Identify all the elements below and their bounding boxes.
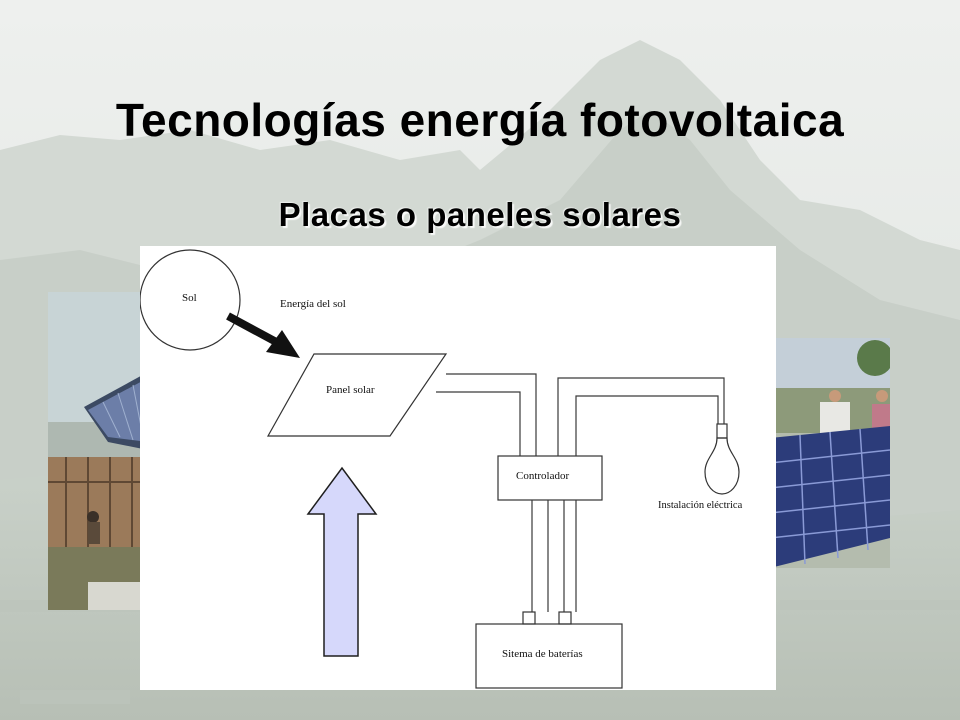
panel-array-photo	[770, 338, 890, 568]
sun-energy-label: Energía del sol	[280, 298, 346, 310]
sun-energy-arrowhead	[266, 330, 300, 358]
sun-energy-arrow	[226, 312, 282, 348]
slide-subtitle: Placas o paneles solares	[278, 196, 682, 233]
battery-terminal-left	[522, 611, 536, 625]
sun-label: Sol	[182, 292, 197, 304]
panel-controller-wires	[436, 373, 537, 456]
controller-label: Controlador	[516, 470, 570, 482]
solar-panel-shape	[266, 353, 448, 437]
big-up-arrow	[306, 466, 378, 657]
battery-system-box	[475, 623, 623, 689]
diagram-drawing	[140, 249, 740, 689]
battery-terminal-right	[558, 611, 572, 625]
installation-label: Instalación eléctrica	[658, 500, 743, 511]
controller-battery-wires	[531, 500, 577, 612]
lamp-socket	[716, 423, 728, 439]
batteries-label: Sitema de baterías	[502, 648, 583, 660]
rooftop-panel-photo	[48, 292, 148, 610]
panel-label: Panel solar	[326, 384, 375, 396]
slide-title: Tecnologías energía fotovoltaica	[115, 93, 845, 146]
pv-system-diagram: Sol Energía del sol Panel solar Controla…	[140, 246, 776, 690]
light-bulb-icon	[704, 437, 740, 495]
controller-lamp-wires	[557, 377, 725, 456]
sun-circle	[140, 249, 241, 351]
controller-box	[497, 455, 603, 501]
